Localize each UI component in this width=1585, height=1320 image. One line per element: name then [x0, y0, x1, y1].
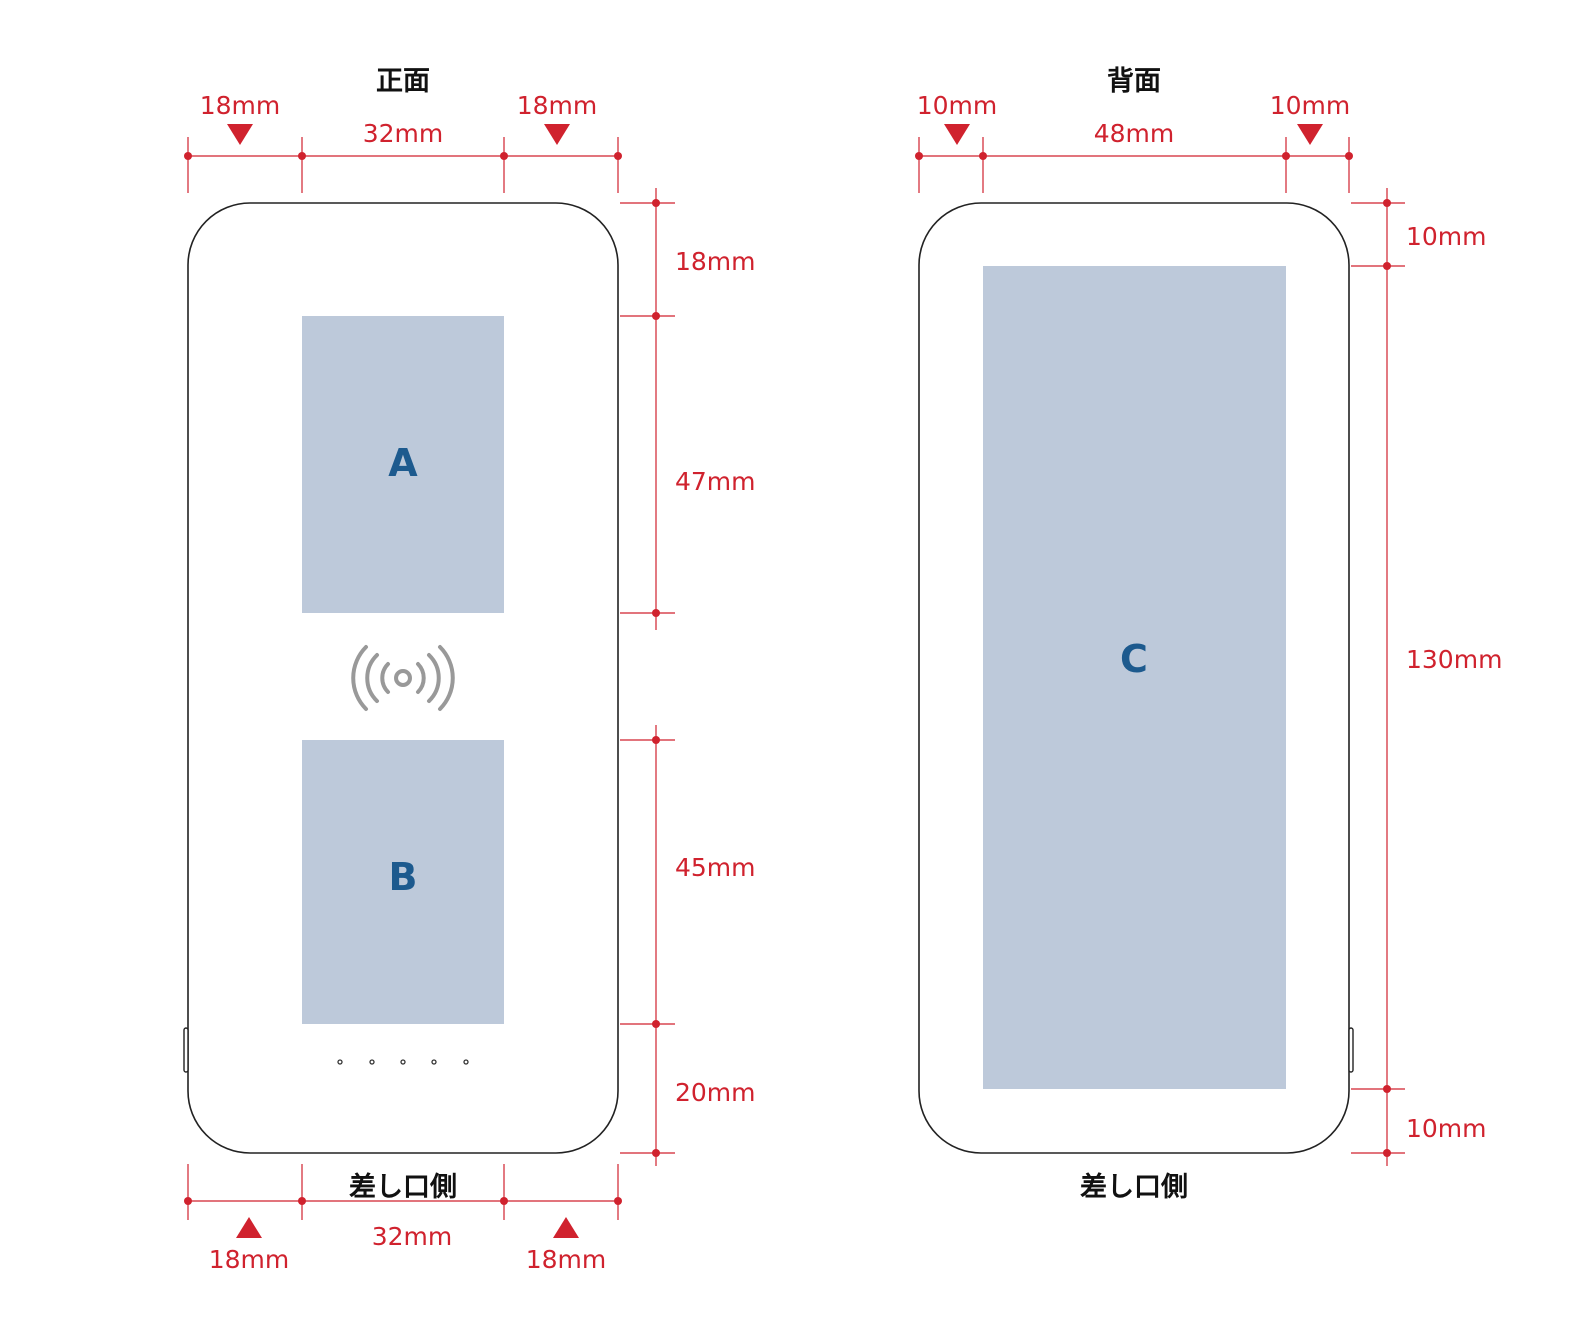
- back-right-dim-2: 130mm: [1406, 645, 1502, 674]
- front-top-dimension: 18mm 32mm 18mm: [184, 91, 622, 193]
- front-top-left-dim: 18mm: [200, 91, 281, 120]
- front-right-dim-1: 18mm: [675, 247, 756, 276]
- front-right-dim-4: 20mm: [675, 1078, 756, 1107]
- front-bottom-right-dim: 18mm: [526, 1245, 607, 1274]
- led-indicator-icon: [337, 1059, 469, 1065]
- arrow-down-icon: [227, 124, 253, 145]
- arrow-up-icon: [236, 1217, 262, 1238]
- arrow-down-icon: [944, 124, 970, 145]
- back-top-dimension: 10mm 48mm 10mm: [915, 91, 1353, 193]
- front-right-dimension: 18mm 47mm 45mm 20mm: [620, 188, 756, 1166]
- back-title: 背面: [1107, 66, 1161, 97]
- front-bottom-label: 差し口側: [349, 1171, 457, 1203]
- back-top-left-dim: 10mm: [917, 91, 998, 120]
- zone-b-label: B: [389, 855, 418, 899]
- back-view: 背面 10mm 48mm 10mm C: [915, 66, 1502, 1203]
- front-top-center-dim: 32mm: [363, 119, 444, 148]
- wireless-charging-icon: [351, 645, 455, 711]
- back-top-right-dim: 10mm: [1270, 91, 1351, 120]
- print-zone-a: [302, 316, 504, 613]
- front-top-right-dim: 18mm: [517, 91, 598, 120]
- front-title: 正面: [376, 66, 430, 97]
- front-bottom-dimension: 18mm 32mm 18mm: [184, 1164, 622, 1274]
- front-view: 正面 18mm 32mm 18mm A: [183, 66, 756, 1274]
- print-zone-c: [983, 266, 1286, 1089]
- back-right-dim-1: 10mm: [1406, 222, 1487, 251]
- side-button: [1348, 1027, 1354, 1073]
- arrow-down-icon: [1297, 124, 1323, 145]
- back-right-dimension: 10mm 130mm 10mm: [1351, 188, 1502, 1166]
- back-top-center-dim: 48mm: [1094, 119, 1175, 148]
- zone-a-label: A: [388, 441, 418, 485]
- front-right-dim-2: 47mm: [675, 467, 756, 496]
- side-button: [183, 1027, 189, 1073]
- arrow-down-icon: [544, 124, 570, 145]
- back-bottom-label: 差し口側: [1080, 1171, 1188, 1203]
- front-bottom-left-dim: 18mm: [209, 1245, 290, 1274]
- zone-c-label: C: [1120, 637, 1148, 681]
- print-zone-b: [302, 740, 504, 1024]
- back-right-dim-3: 10mm: [1406, 1114, 1487, 1143]
- front-device-outline: [187, 202, 619, 1154]
- front-bottom-center-dim: 32mm: [372, 1222, 453, 1251]
- arrow-up-icon: [553, 1217, 579, 1238]
- front-right-dim-3: 45mm: [675, 853, 756, 882]
